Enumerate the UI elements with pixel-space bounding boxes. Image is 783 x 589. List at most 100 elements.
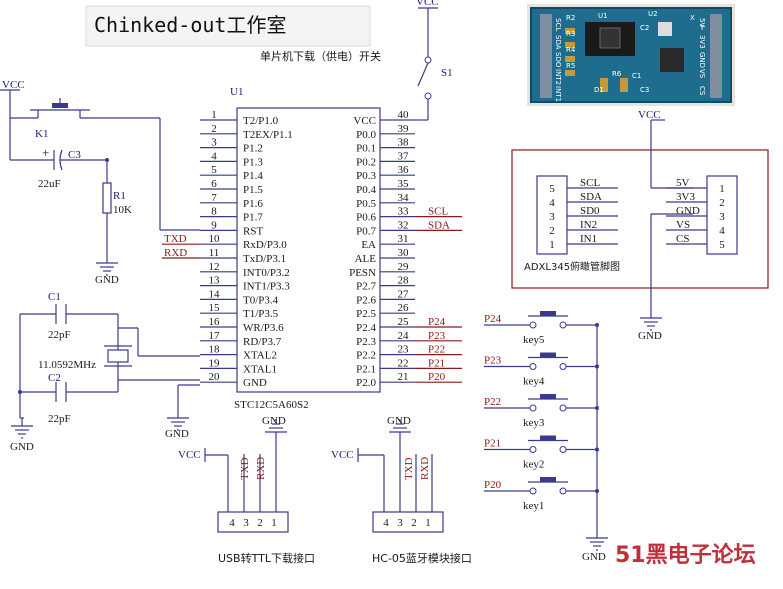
photo-label-r5: R5 bbox=[566, 62, 575, 70]
mcu-pin-23-number: 23 bbox=[398, 344, 410, 356]
photo-label-r3: R3 bbox=[566, 30, 575, 38]
mcu-pin-35-number: 35 bbox=[398, 178, 410, 190]
mcu-pin-24-number: 24 bbox=[398, 330, 410, 342]
reset-cap-ref: C3 bbox=[68, 149, 81, 161]
title-text: Chinked-out工作室 bbox=[94, 13, 286, 37]
power-switch: VCC S1 单片机下载（供电）开关 bbox=[260, 0, 453, 121]
adxl-left-pin-4: 4 bbox=[549, 197, 555, 209]
adxl-vcc-label: VCC bbox=[638, 109, 661, 121]
mcu-pin-20-name: GND bbox=[243, 377, 267, 389]
mcu-pin-33-number: 33 bbox=[398, 206, 410, 218]
mcu-pin-22-number: 22 bbox=[398, 357, 409, 369]
mcu-pin-33-name: P0.6 bbox=[356, 212, 376, 224]
hc05-pin-2: 2 bbox=[411, 517, 417, 529]
usb-gnd-label: GND bbox=[262, 415, 286, 427]
mcu-pin-15-number: 15 bbox=[209, 302, 221, 314]
crystal-c1-value: 22pF bbox=[48, 329, 71, 341]
net-rxd-label: RXD bbox=[164, 247, 187, 259]
usb-txd-label: TXD bbox=[239, 457, 251, 480]
mcu-pin-11-number: 11 bbox=[209, 247, 220, 259]
net-p23-label: P23 bbox=[428, 330, 446, 342]
mcu-gnd-label: GND bbox=[165, 428, 189, 440]
mcu-pin-40-number: 40 bbox=[398, 109, 410, 121]
adxl-right-pin-5: 5 bbox=[719, 239, 725, 251]
mcu-pin-32-name: P0.7 bbox=[356, 225, 376, 237]
adxl-left-pin-3: 3 bbox=[549, 211, 555, 223]
mcu-pin-19-number: 19 bbox=[209, 357, 221, 369]
mcu-pin-31-name: EA bbox=[361, 239, 376, 251]
usb-pin-1: 1 bbox=[271, 517, 277, 529]
net-p24-label: P24 bbox=[428, 316, 446, 328]
mcu-pin-39-name: P0.0 bbox=[356, 129, 376, 141]
mcu-pin-6-number: 6 bbox=[211, 178, 217, 190]
mcu-pin-12-name: INT0/P3.2 bbox=[243, 267, 290, 279]
switch-label: 单片机下载（供电）开关 bbox=[260, 49, 381, 63]
photo-silk-left-3: INT2 bbox=[554, 69, 562, 85]
net-scl-label: SCL bbox=[428, 206, 448, 218]
net-p22-label: P22 bbox=[428, 344, 445, 356]
reset-resistor-value: 10K bbox=[113, 204, 132, 216]
mcu-pin-7-number: 7 bbox=[211, 192, 217, 204]
key-label-key1: key1 bbox=[523, 500, 544, 512]
mcu-pin-36-name: P0.3 bbox=[356, 170, 376, 182]
mcu-pin-12-number: 12 bbox=[209, 261, 220, 273]
mcu-pin-30-number: 30 bbox=[398, 247, 410, 259]
photo-label-d1: D1 bbox=[594, 86, 604, 94]
mcu-pin-15-name: T1/P3.5 bbox=[243, 308, 279, 320]
usb-rxd-label: RXD bbox=[255, 457, 267, 480]
mcu-pin-20-number: 20 bbox=[209, 371, 221, 383]
photo-label-u1: U1 bbox=[598, 12, 608, 20]
hc05-rxd-label: RXD bbox=[419, 457, 431, 480]
usb-pin-2: 2 bbox=[257, 517, 263, 529]
adxl-left-pin-4-name: SDA bbox=[580, 191, 602, 203]
photo-label-r6: R6 bbox=[612, 70, 622, 78]
mcu-part: STC12C5A60S2 bbox=[234, 399, 309, 411]
crystal-c2-ref: C2 bbox=[48, 372, 61, 384]
hc05-vcc-label: VCC bbox=[331, 449, 354, 461]
adxl-left-pin-1: 1 bbox=[549, 239, 555, 251]
net-p20-label: P20 bbox=[428, 371, 446, 383]
usb-label: USB转TTL下载接口 bbox=[218, 551, 315, 565]
photo-silk-right-1: 3V3 bbox=[698, 35, 706, 49]
mcu-pin-9-number: 9 bbox=[211, 219, 217, 231]
photo-label-r4: R4 bbox=[566, 46, 576, 54]
mcu-pin-27-name: P2.6 bbox=[356, 294, 376, 306]
crystal-circuit: C1 22pF C2 22pF 11.0592MHz GND bbox=[10, 291, 200, 453]
mcu-pin-21-number: 21 bbox=[398, 371, 409, 383]
crystal-freq: 11.0592MHz bbox=[38, 359, 96, 371]
mcu-pin-28-name: P2.7 bbox=[356, 281, 376, 293]
adxl-right-pin-2: 2 bbox=[719, 197, 725, 209]
watermark: 51黑电子论坛 bbox=[615, 542, 756, 568]
photo-silk-right-3: VS bbox=[698, 69, 706, 79]
hc05-gnd-label: GND bbox=[387, 415, 411, 427]
mcu-pin-19-name: XTAL1 bbox=[243, 363, 277, 375]
key-net-p21: P21 bbox=[484, 438, 501, 450]
mcu-pin-39-number: 39 bbox=[398, 123, 410, 135]
reset-circuit: VCC K1 + C3 22uF R1 10K GND bbox=[0, 79, 200, 286]
mcu-pin-25-name: P2.4 bbox=[356, 322, 376, 334]
photo-silk-right-2: GND bbox=[698, 52, 706, 68]
adxl-right-pin-3-name: GND bbox=[676, 205, 700, 217]
key-net-p24: P24 bbox=[484, 313, 502, 325]
mcu-pin-11-name: TxD/P3.1 bbox=[243, 253, 286, 265]
adxl-right-pin-5-name: CS bbox=[676, 233, 689, 245]
mcu-ref: U1 bbox=[230, 86, 243, 98]
mcu-pin-24-name: P2.3 bbox=[356, 336, 376, 348]
mcu-pin-17-number: 17 bbox=[209, 330, 221, 342]
photo-silk-left-1: SDA bbox=[554, 35, 562, 50]
mcu-pin-14-name: T0/P3.4 bbox=[243, 294, 279, 306]
adxl-gnd-label: GND bbox=[638, 330, 662, 342]
key-label-key4: key4 bbox=[523, 376, 545, 388]
reset-gnd-label: GND bbox=[95, 274, 119, 286]
photo-silk-right-4: CS bbox=[698, 86, 706, 96]
adxl-left-pin-2-name: IN2 bbox=[580, 219, 597, 231]
keys-gnd-label: GND bbox=[582, 551, 606, 563]
mcu-pin-16-number: 16 bbox=[209, 316, 221, 328]
mcu-pin-18-name: XTAL2 bbox=[243, 350, 277, 362]
